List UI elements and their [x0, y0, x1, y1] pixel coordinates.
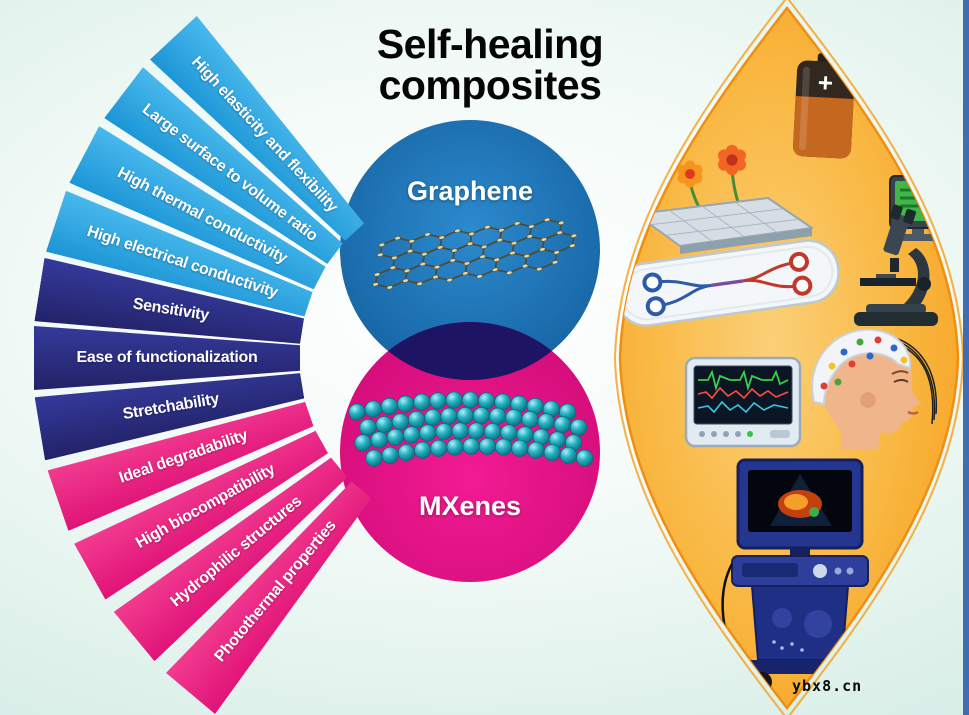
patient-monitor-icon — [684, 356, 802, 448]
graphene-circle — [340, 120, 600, 380]
flower-icon — [718, 144, 746, 176]
graphene-lattice-illustration — [372, 217, 578, 290]
page-title: Self-healing composites — [325, 24, 655, 106]
fan-segment-label: Ease of functionalization — [76, 349, 258, 366]
title-line-1: Self-healing — [376, 21, 604, 67]
mxenes-label: MXenes — [418, 491, 522, 521]
leaf-outline — [613, 0, 965, 715]
microscope-icon — [854, 204, 938, 326]
ultrasound-machine-icon — [721, 458, 869, 692]
battery-icon: + — [793, 53, 855, 159]
right-edge-stripe — [963, 0, 969, 715]
mxene-layers-illustration — [348, 391, 594, 467]
svg-text:+: + — [817, 67, 834, 98]
flower-icon — [677, 160, 703, 188]
graphene-label: Graphene — [406, 176, 534, 206]
eeg-head-icon — [811, 328, 938, 450]
watermark-text: ybx8.cn — [792, 677, 863, 695]
gas-sensor-platform-icon — [635, 144, 813, 254]
application-icons: + — [620, 53, 951, 692]
microfluidic-chip-icon — [620, 239, 840, 327]
title-line-2: composites — [378, 62, 602, 108]
applications-panel: + — [613, 0, 965, 715]
venn-diagram — [340, 120, 600, 582]
